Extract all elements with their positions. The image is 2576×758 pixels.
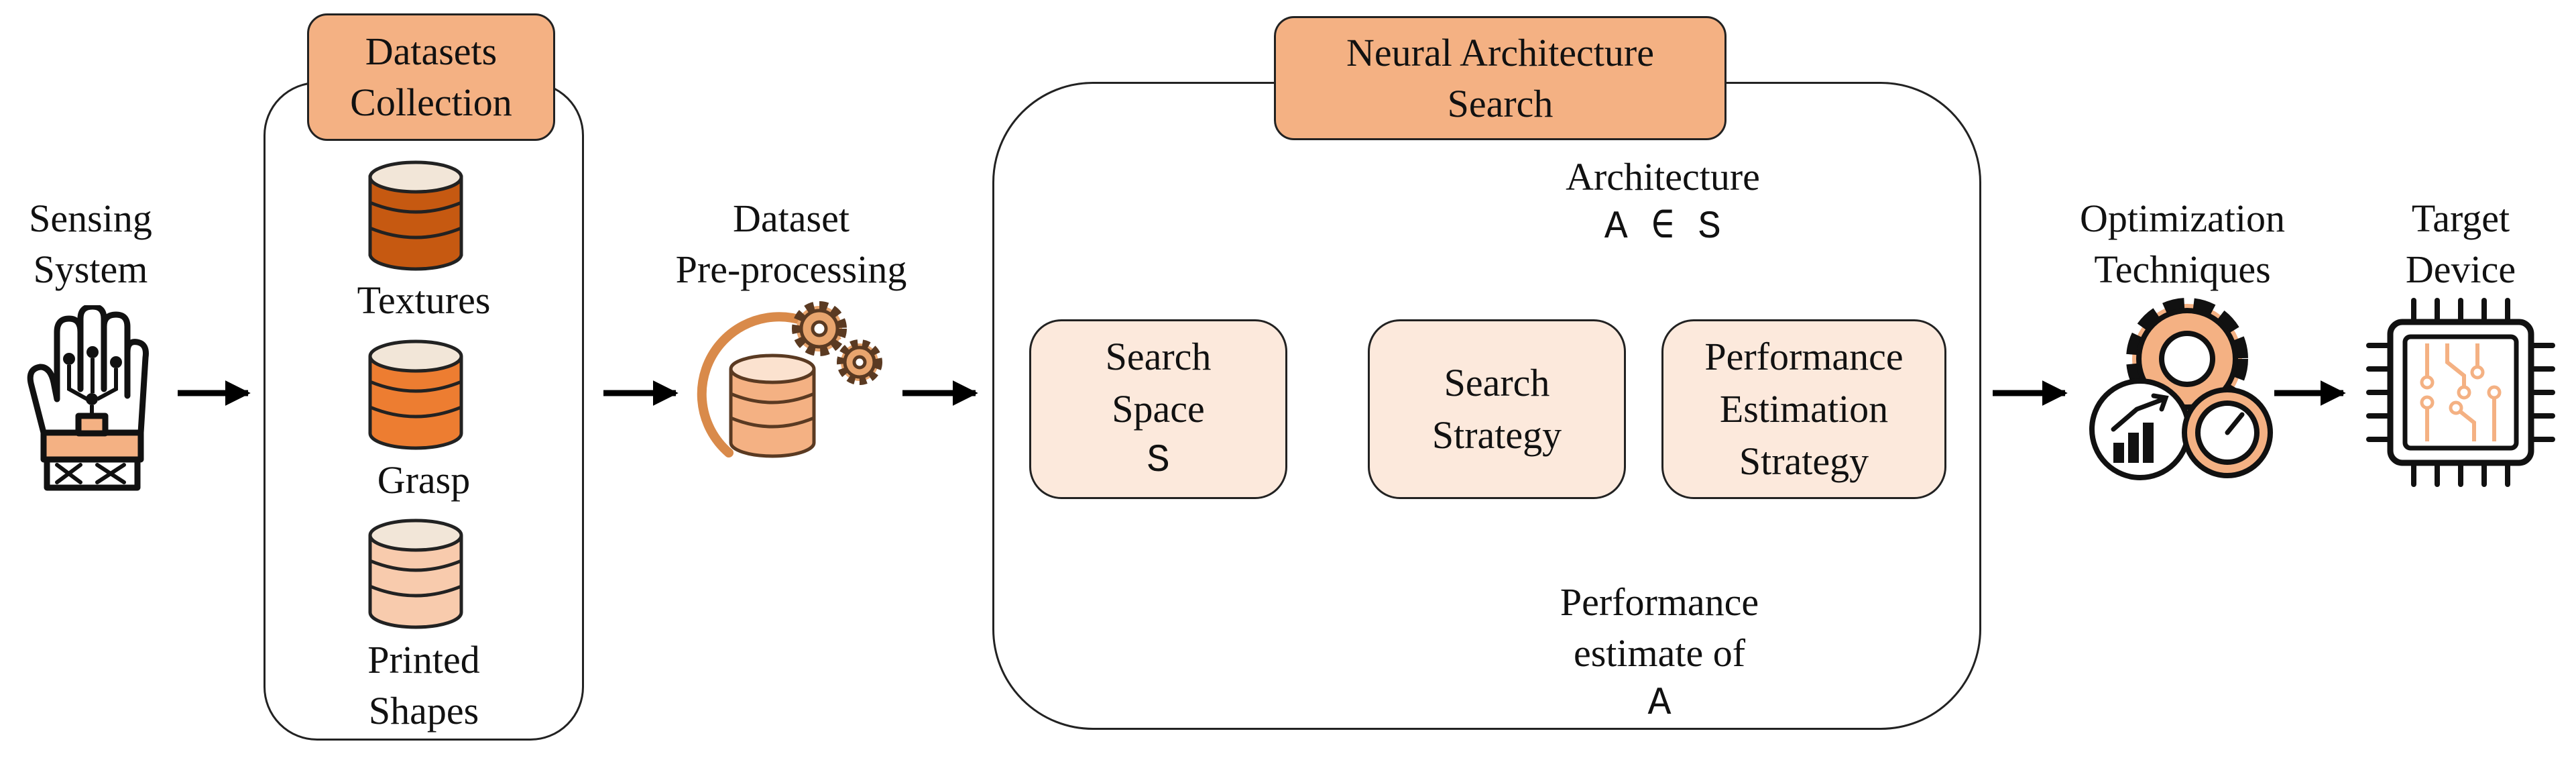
search-space-symbol: S xyxy=(1147,439,1170,483)
dataset-label-grasp: Grasp xyxy=(377,458,471,502)
gear-gauge-chart-icon xyxy=(2089,298,2273,480)
sensing-system-label: Sensing System xyxy=(29,197,152,291)
database-icon-printed-shapes xyxy=(368,519,463,629)
target-device-label: Target Device xyxy=(2405,197,2516,291)
glove-icon xyxy=(27,305,149,491)
preprocessing-label: Dataset Pre-processing xyxy=(675,197,907,291)
database-icon-textures xyxy=(368,160,463,271)
performance-estimate-label: Performance estimate of A xyxy=(1458,577,1861,730)
chip-icon xyxy=(2366,298,2555,487)
search-strategy-box: Search Strategy xyxy=(1368,319,1626,499)
dataset-label-printed-shapes: Printed Shapes xyxy=(367,638,480,733)
estimate-symbol: A xyxy=(1647,682,1672,726)
architecture-label: Architecture A ∈ S xyxy=(1462,152,1864,254)
dataset-label-textures: Textures xyxy=(357,278,491,322)
architecture-formula: A ∈ S xyxy=(1604,206,1722,250)
database-icon-grasp xyxy=(368,339,463,450)
search-space-box: Search Space S xyxy=(1029,319,1287,499)
optimization-label: Optimization Techniques xyxy=(2079,197,2286,291)
database-gears-icon xyxy=(697,301,882,458)
performance-estimation-box: Performance Estimation Strategy xyxy=(1661,319,1946,499)
